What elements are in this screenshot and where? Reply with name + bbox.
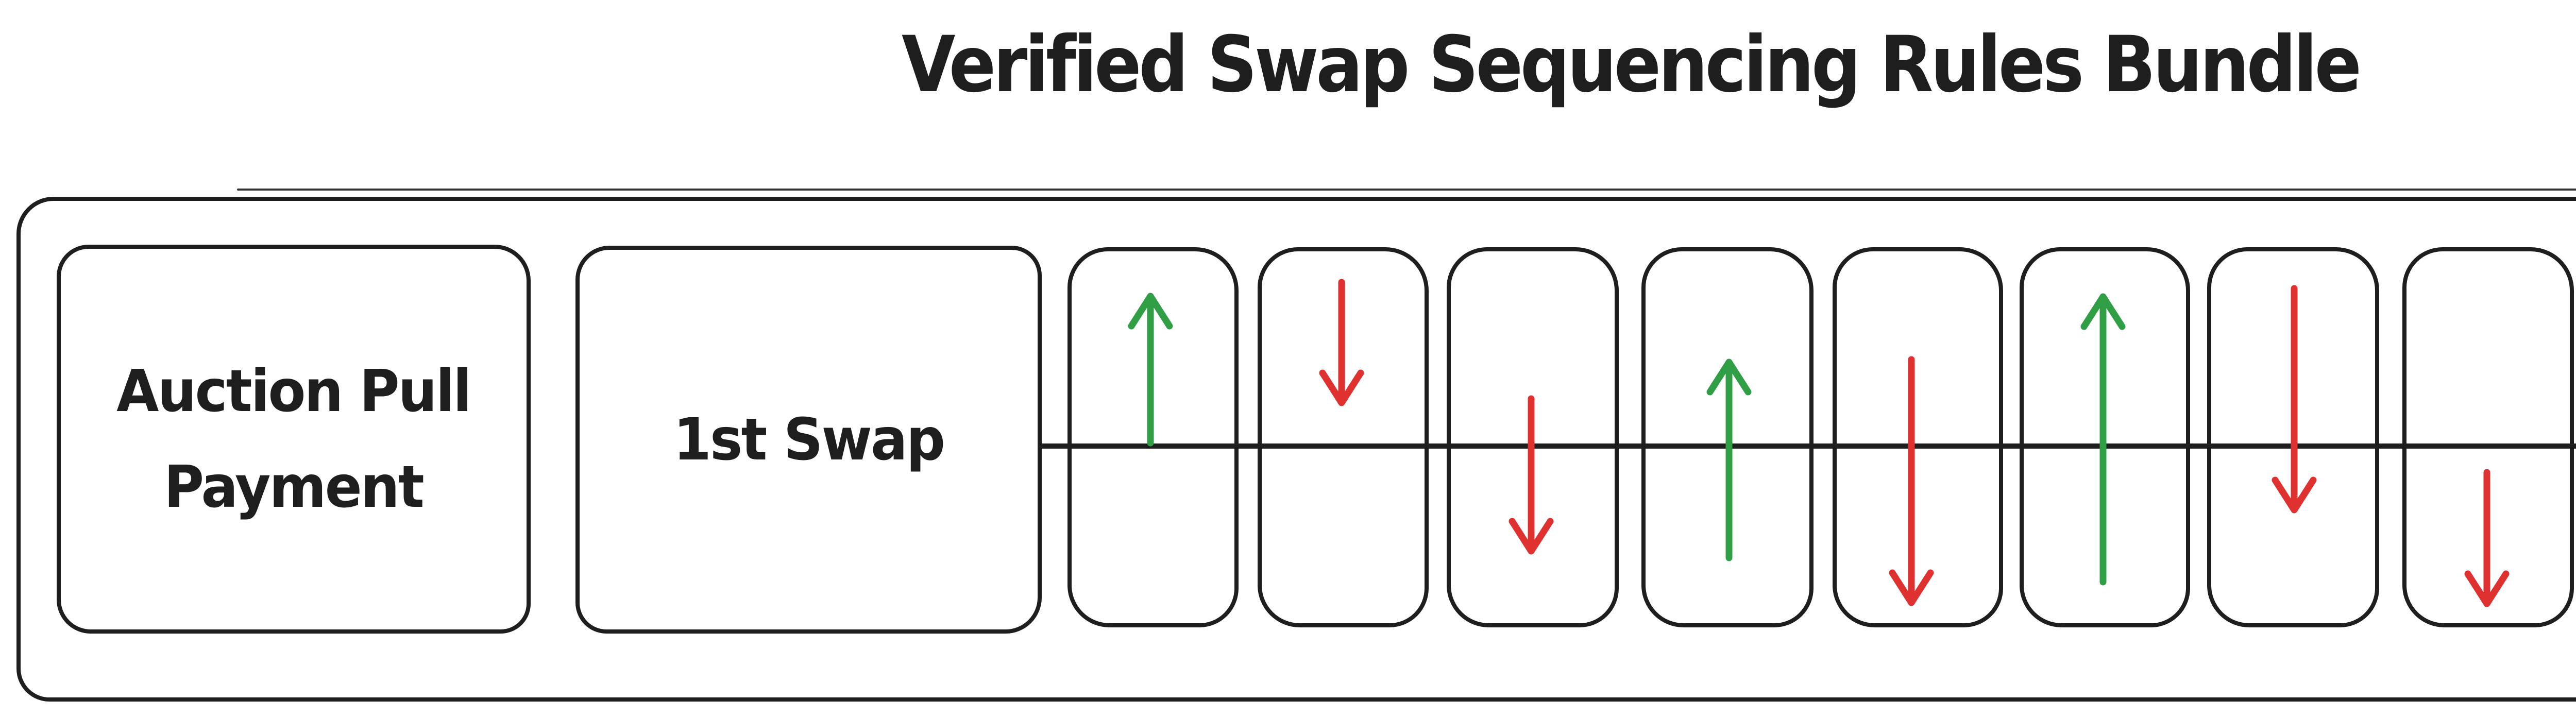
rule-slot-7: [2207, 247, 2379, 627]
auction-label-line2: Payment: [164, 453, 425, 521]
first-swap-box: 1st Swap: [575, 246, 1042, 634]
bundle-container-sketch-stroke: [237, 189, 2576, 191]
rule-slot-5: [1833, 247, 2003, 627]
auction-label-line1: Auction Pull: [116, 357, 472, 425]
rule-slot-2: [1258, 247, 1429, 627]
first-swap-label: 1st Swap: [673, 406, 945, 473]
rule-slot-3: [1447, 247, 1619, 627]
auction-pull-payment-box: Auction Pull Payment: [57, 245, 531, 634]
page-title: Verified Swap Sequencing Rules Bundle: [902, 20, 2362, 110]
rule-slot-1: [1067, 247, 1239, 627]
auction-pull-payment-label: Auction Pull Payment: [116, 344, 472, 535]
rule-slot-6: [2020, 247, 2190, 627]
rule-slot-8: [2402, 247, 2574, 627]
rule-slot-4: [1641, 247, 1814, 627]
